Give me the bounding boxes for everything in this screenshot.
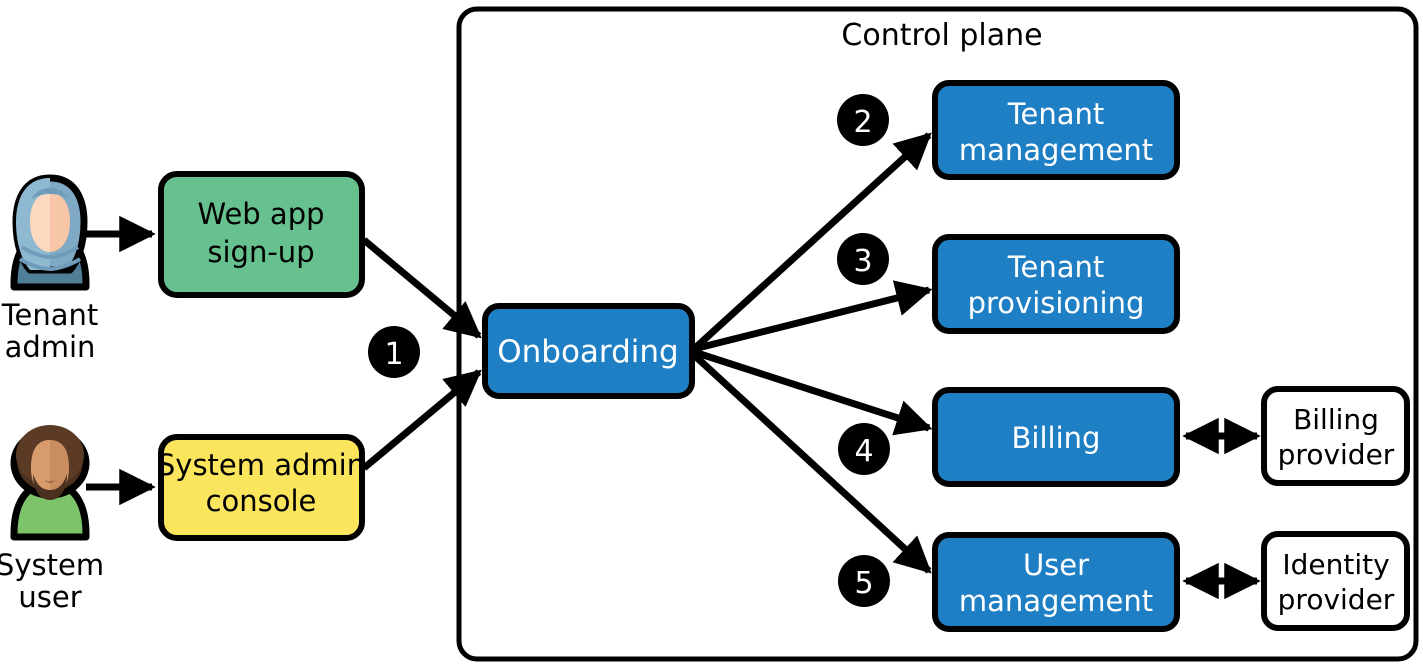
arrow-console-to-onboarding [361, 369, 482, 471]
tenant-management-label-line1: Tenant [1007, 97, 1105, 131]
billing-provider-box[interactable]: Billing provider [1261, 386, 1410, 486]
onboarding-label: Onboarding [497, 334, 679, 370]
onboarding-box[interactable]: Onboarding [482, 303, 695, 399]
tenant-admin-label-line1: Tenant [1, 298, 99, 332]
step-badge-5-label: 5 [854, 566, 873, 601]
web-app-signup-box[interactable]: Web app sign-up [158, 171, 365, 298]
web-app-signup-label-line1: Web app [197, 197, 324, 231]
billing-box[interactable]: Billing [932, 387, 1180, 487]
control-plane-title: Control plane [841, 18, 1042, 53]
user-management-label-line1: User [1023, 548, 1089, 582]
arrow-onboarding-to-tenant-provisioning [693, 280, 933, 353]
step-badge-4: 4 [838, 423, 890, 475]
billing-label: Billing [1012, 421, 1101, 455]
step-badge-2-label: 2 [853, 105, 872, 140]
user-management-box[interactable]: User management [932, 532, 1180, 632]
identity-provider-box[interactable]: Identity provider [1261, 531, 1410, 631]
step-badge-1-label: 1 [384, 337, 403, 372]
person-hijab-avatar [10, 174, 90, 291]
step-badge-3-label: 3 [853, 244, 872, 279]
tenant-management-box[interactable]: Tenant management [932, 80, 1180, 180]
tenant-provisioning-box[interactable]: Tenant provisioning [932, 234, 1180, 334]
step-badge-4-label: 4 [854, 434, 873, 469]
step-badge-1: 1 [368, 326, 420, 378]
system-user-label-line2: user [18, 580, 81, 614]
tenant-admin-label-line2: admin [5, 330, 96, 364]
person-afro-avatar [10, 425, 90, 541]
arrow-onboarding-to-tenant-management [691, 132, 932, 352]
arrow-webapp-to-onboarding [361, 237, 482, 339]
step-badge-3: 3 [837, 233, 889, 285]
tenant-management-label-line2: management [959, 133, 1153, 167]
system-admin-console-box[interactable]: System admin console [157, 434, 365, 541]
web-app-signup-label-line2: sign-up [207, 235, 314, 269]
identity-provider-label-line2: provider [1278, 583, 1395, 616]
identity-provider-label-line1: Identity [1282, 548, 1389, 581]
step-badge-5: 5 [838, 555, 890, 607]
system-admin-console-label-line1: System admin [157, 448, 365, 482]
step-badge-2: 2 [837, 94, 889, 146]
billing-provider-label-line1: Billing [1293, 403, 1379, 436]
billing-provider-label-line2: provider [1278, 438, 1395, 471]
system-admin-console-label-line2: console [206, 484, 317, 518]
tenant-provisioning-label-line2: provisioning [968, 286, 1145, 320]
arrow-onboarding-to-billing [692, 348, 933, 436]
tenant-provisioning-label-line1: Tenant [1007, 250, 1105, 284]
user-management-label-line2: management [959, 584, 1153, 618]
system-user-label-line1: System [0, 548, 104, 582]
arrow-onboarding-to-user-management [691, 352, 932, 574]
